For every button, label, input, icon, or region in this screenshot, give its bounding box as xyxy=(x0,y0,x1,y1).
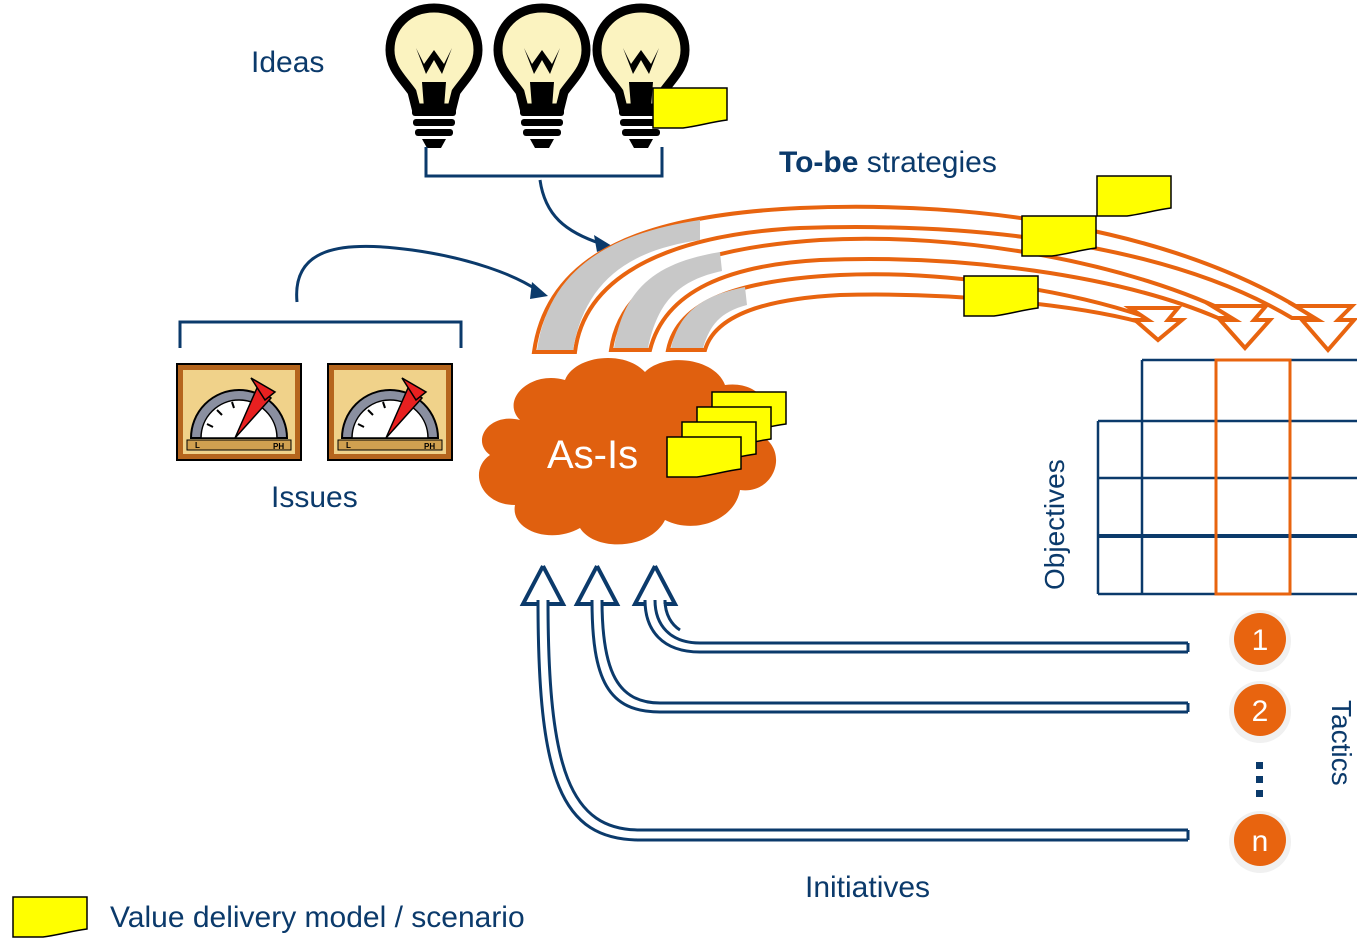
strategy-arrowhead-1 xyxy=(1287,304,1357,354)
strategy-arc-1 xyxy=(531,204,1357,354)
sticky-note-icon xyxy=(963,275,1039,317)
as-is-label: As-Is xyxy=(547,433,638,477)
tactic-marker-n: n xyxy=(1229,811,1291,873)
legend-sticky-note-icon xyxy=(12,896,88,938)
tactic-marker-1: 1 xyxy=(1229,610,1291,672)
tactic-ellipsis xyxy=(1256,762,1263,797)
gauge-meter-icon xyxy=(176,363,302,461)
ideas-bracket xyxy=(424,147,664,178)
issues-connector xyxy=(295,244,538,303)
tactic-marker-2: 2 xyxy=(1229,681,1291,743)
initiatives-label: Initiatives xyxy=(805,871,930,904)
sticky-note-icon xyxy=(652,87,728,129)
sticky-note-icon xyxy=(666,436,742,478)
ideas-label: Ideas xyxy=(251,46,324,79)
to-be-bold-label: To-be xyxy=(779,146,858,179)
tactic-marker-label: n xyxy=(1252,825,1269,858)
initiative-arrow-1 xyxy=(631,565,1190,654)
tactics-label: Tactics xyxy=(1326,700,1357,786)
gauge-meter-icon xyxy=(327,363,453,461)
issues-label: Issues xyxy=(271,481,358,514)
issues-bracket xyxy=(178,320,463,348)
initiative-arrow-3 xyxy=(519,565,1190,842)
sticky-note-icon xyxy=(1096,175,1172,217)
as-is-cloud: As-Is xyxy=(478,358,777,545)
to-be-strategies-label: To-be strategies xyxy=(779,146,997,179)
tactic-marker-label: 2 xyxy=(1252,695,1269,728)
strategy-arrowhead-2 xyxy=(1204,304,1275,352)
ideas-connector xyxy=(538,179,603,246)
tactic-marker-label: 1 xyxy=(1252,624,1269,657)
strategy-arrowhead-3 xyxy=(1123,306,1188,343)
strategy-arc-3 xyxy=(665,272,1188,352)
sticky-note-icon xyxy=(1021,215,1097,257)
lightbulb-icon xyxy=(390,8,478,148)
legend-label: Value delivery model / scenario xyxy=(110,901,525,934)
issues-arrowhead xyxy=(530,282,548,299)
objectives-label: Objectives xyxy=(1039,459,1070,590)
strategy-arc-2 xyxy=(608,236,1275,352)
selected-strategy-column xyxy=(1214,358,1292,596)
initiative-arrow-2 xyxy=(573,565,1190,714)
objectives-grid xyxy=(1096,358,1357,596)
strategies-label: strategies xyxy=(858,146,996,179)
lightbulb-icon xyxy=(498,8,586,148)
